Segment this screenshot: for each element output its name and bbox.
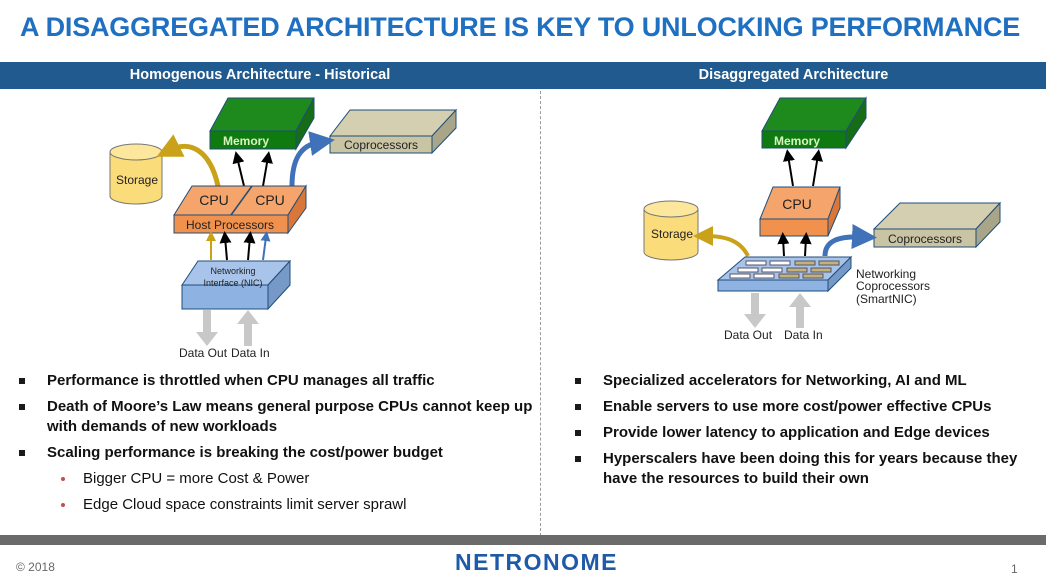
data-out-label: Data Out [179,346,228,360]
host-processors-label: Host Processors [186,218,274,232]
cpu-label: CPU [782,196,812,212]
bullet: Death of Moore’s Law means general purpo… [19,397,539,437]
data-out-arrow [196,310,218,346]
netronome-logo: NETRONOME [455,549,618,575]
cpu-block: CPU [759,186,841,237]
smartnic-label-2: Coprocessors [856,279,930,293]
host-processors-block: CPU CPU Host Processors [173,184,307,235]
left-header: Homogenous Architecture - Historical [129,67,391,83]
left-bullet-list: Performance is throttled when CPU manage… [19,371,539,521]
smartnic-label-3: (SmartNIC) [856,292,917,306]
storage-cylinder: Storage [109,143,163,205]
coprocessors-block: Coprocessors [872,201,1002,249]
data-in-label: Data In [784,328,823,342]
slide-title: A DISAGGREGATED ARCHITECTURE IS KEY TO U… [20,12,1021,42]
footer-bar [0,535,1046,545]
sub-bullet: Bigger CPU = more Cost & Power [19,469,539,489]
header-bar [0,62,1046,89]
storage-label: Storage [116,173,158,187]
nic-label-1: Networking [210,266,255,276]
data-in-arrow [789,293,811,328]
cpu-label-2: CPU [255,192,285,208]
data-in-arrow [237,310,259,346]
right-bullet-list: Specialized accelerators for Networking,… [575,371,1040,495]
page-number: 1 [1011,562,1018,576]
column-divider [540,91,541,536]
bullet: Provide lower latency to application and… [575,423,1040,443]
nic-block: Networking Interface (NIC) [181,259,292,311]
coprocessors-label: Coprocessors [888,232,962,246]
memory-block: Memory [209,97,315,151]
copyright: © 2018 [16,560,55,574]
memory-label: Memory [774,134,820,148]
smartnic-block [716,255,853,293]
cpu-label-1: CPU [199,192,229,208]
data-out-arrow [744,293,766,328]
bullet: Performance is throttled when CPU manage… [19,371,539,391]
left-diagram: Memory Coprocessors Storage CPU CPU Host… [109,97,458,360]
right-header: Disaggregated Architecture [698,67,889,83]
data-in-label: Data In [231,346,270,360]
data-out-label: Data Out [724,328,773,342]
nic-label-2: Interface (NIC) [203,278,262,288]
coprocessors-label: Coprocessors [344,138,418,152]
right-diagram: Memory CPU Storage Coprocessors Networki… [643,96,1002,342]
bullet: Enable servers to use more cost/power ef… [575,397,1040,417]
coprocessors-block: Coprocessors [328,108,458,155]
bullet: Hyperscalers have been doing this for ye… [575,449,1040,489]
memory-label: Memory [223,134,269,148]
storage-cylinder: Storage [643,200,699,261]
storage-label: Storage [651,227,693,241]
memory-block: Memory [761,96,867,150]
sub-bullet: Edge Cloud space constraints limit serve… [19,495,539,515]
bullet: Scaling performance is breaking the cost… [19,443,539,463]
smartnic-label-1: Networking [856,267,916,281]
bullet: Specialized accelerators for Networking,… [575,371,1040,391]
